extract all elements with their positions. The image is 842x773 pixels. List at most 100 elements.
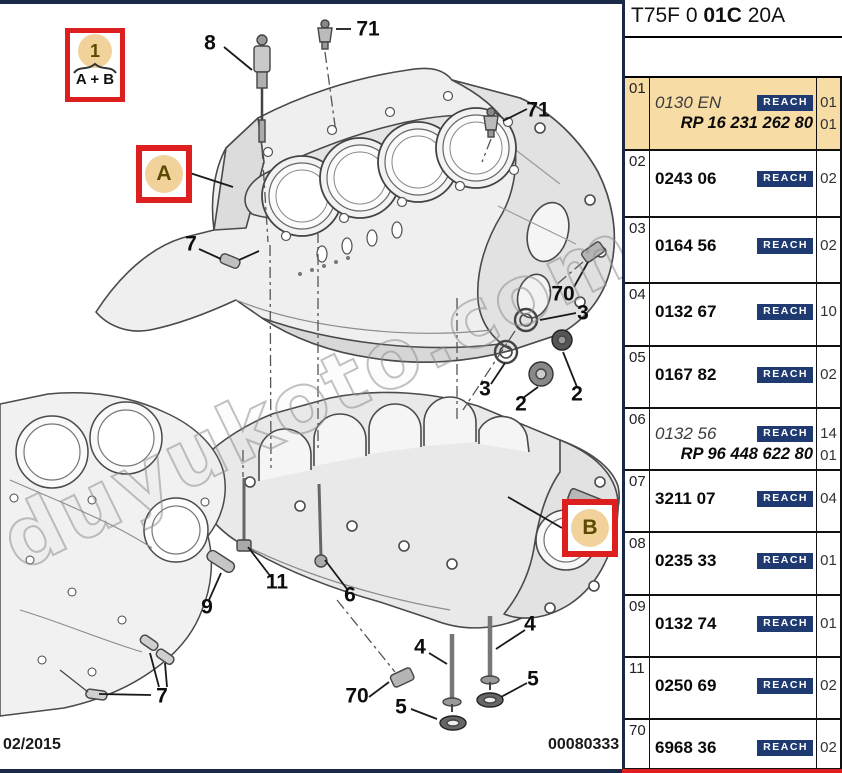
row-ref: 06 — [625, 409, 650, 469]
part-number: 0132 56 — [655, 424, 717, 443]
rp-number: RP 16 231 262 80 — [680, 114, 813, 132]
callout-8[interactable]: 8 — [204, 31, 216, 55]
view-letter: A — [145, 155, 183, 193]
part-cell: 0243 06 REACH — [650, 151, 816, 216]
part-cell: 0130 EN REACH RP 16 231 262 80 — [650, 78, 816, 149]
clipped-next-column — [840, 471, 842, 531]
part-cell: 0250 69 REACH — [650, 658, 816, 718]
rp-number: RP 96 448 622 80 — [680, 445, 813, 463]
catalog-code-header: T75F 0 01C 20A — [625, 0, 842, 38]
quantity-cell: 02 — [816, 347, 840, 407]
callout-70[interactable]: 70 — [345, 684, 369, 708]
row-ref: 01 — [625, 78, 650, 149]
part-number: 0250 69 — [655, 676, 717, 695]
row-ref: 09 — [625, 596, 650, 656]
callout-71[interactable]: 71 — [356, 17, 380, 41]
revision-date: 02/2015 — [3, 736, 61, 753]
part-number: 0130 EN — [655, 93, 722, 112]
callout-6[interactable]: 6 — [344, 583, 356, 607]
figure-number: 1 — [78, 34, 112, 68]
row-ref: 03 — [625, 218, 650, 282]
row-ref: 02 — [625, 151, 650, 216]
callout-7[interactable]: 7 — [185, 232, 197, 256]
reach-badge[interactable]: REACH — [757, 740, 813, 756]
part-number: 0243 06 — [655, 169, 717, 188]
view-label-A: A — [136, 145, 192, 203]
callout-3[interactable]: 3 — [479, 377, 491, 401]
reach-badge[interactable]: REACH — [757, 426, 813, 442]
quantity-cell: 02 — [816, 720, 840, 768]
callout-9[interactable]: 9 — [201, 595, 213, 619]
figure-views-label: A + B — [75, 71, 115, 88]
parts-table: T75F 0 01C 20A 01 0130 EN REACH RP 16 231 2… — [622, 0, 842, 773]
bottom-edge-bar — [0, 769, 625, 773]
quantity-cell: 01 — [816, 596, 840, 656]
part-cell: 0164 56 REACH — [650, 218, 816, 282]
callout-2[interactable]: 2 — [571, 382, 583, 406]
part-cell: 0167 82 REACH — [650, 347, 816, 407]
view-letter: B — [571, 509, 609, 547]
reach-badge[interactable]: REACH — [757, 553, 813, 569]
clipped-next-column — [840, 533, 842, 594]
callout-3[interactable]: 3 — [577, 301, 589, 325]
quantity-cell: 02 — [816, 151, 840, 216]
code-bold: 01C — [703, 4, 742, 27]
callout-71[interactable]: 71 — [526, 98, 550, 122]
clipped-next-column — [840, 151, 842, 216]
reach-badge[interactable]: REACH — [757, 171, 813, 187]
reach-badge[interactable]: REACH — [757, 616, 813, 632]
row-ref: 04 — [625, 284, 650, 345]
part-cell: 0132 56 REACH RP 96 448 622 80 — [650, 409, 816, 469]
callout-5[interactable]: 5 — [395, 695, 407, 719]
part-number: 0167 82 — [655, 365, 717, 384]
row-ref: 11 — [625, 658, 650, 718]
clipped-next-column — [840, 596, 842, 656]
table-spacer — [625, 38, 842, 78]
clipped-next-column — [840, 78, 842, 149]
callout-11[interactable]: 11 — [265, 570, 289, 594]
row-ref: 05 — [625, 347, 650, 407]
view-label-B: B — [562, 499, 618, 557]
clipped-next-column — [840, 409, 842, 469]
callout-4[interactable]: 4 — [524, 612, 536, 636]
reach-badge[interactable]: REACH — [757, 678, 813, 694]
reach-badge[interactable]: REACH — [757, 238, 813, 254]
callout-4[interactable]: 4 — [414, 635, 426, 659]
part-number: 0164 56 — [655, 236, 717, 255]
reach-badge[interactable]: REACH — [757, 491, 813, 507]
table-bottom-accent — [622, 769, 842, 773]
callout-5[interactable]: 5 — [527, 667, 539, 691]
part-number: 0132 74 — [655, 614, 717, 633]
row-ref: 08 — [625, 533, 650, 594]
callout-7[interactable]: 7 — [156, 684, 168, 708]
part-number: 6968 36 — [655, 738, 717, 757]
part-cell: 0132 74 REACH — [650, 596, 816, 656]
quantity-cell: 04 — [816, 471, 840, 531]
callout-70[interactable]: 70 — [551, 282, 575, 306]
code-suffix: 20A — [741, 4, 786, 27]
reach-badge[interactable]: REACH — [757, 95, 813, 111]
reach-badge[interactable]: REACH — [757, 304, 813, 320]
callout-2[interactable]: 2 — [515, 392, 527, 416]
clipped-next-column — [840, 284, 842, 345]
clipped-next-column — [840, 720, 842, 768]
figure-number-badge: 1 A + B — [65, 28, 125, 102]
part-cell: 6968 36 REACH — [650, 720, 816, 768]
reach-badge[interactable]: REACH — [757, 367, 813, 383]
